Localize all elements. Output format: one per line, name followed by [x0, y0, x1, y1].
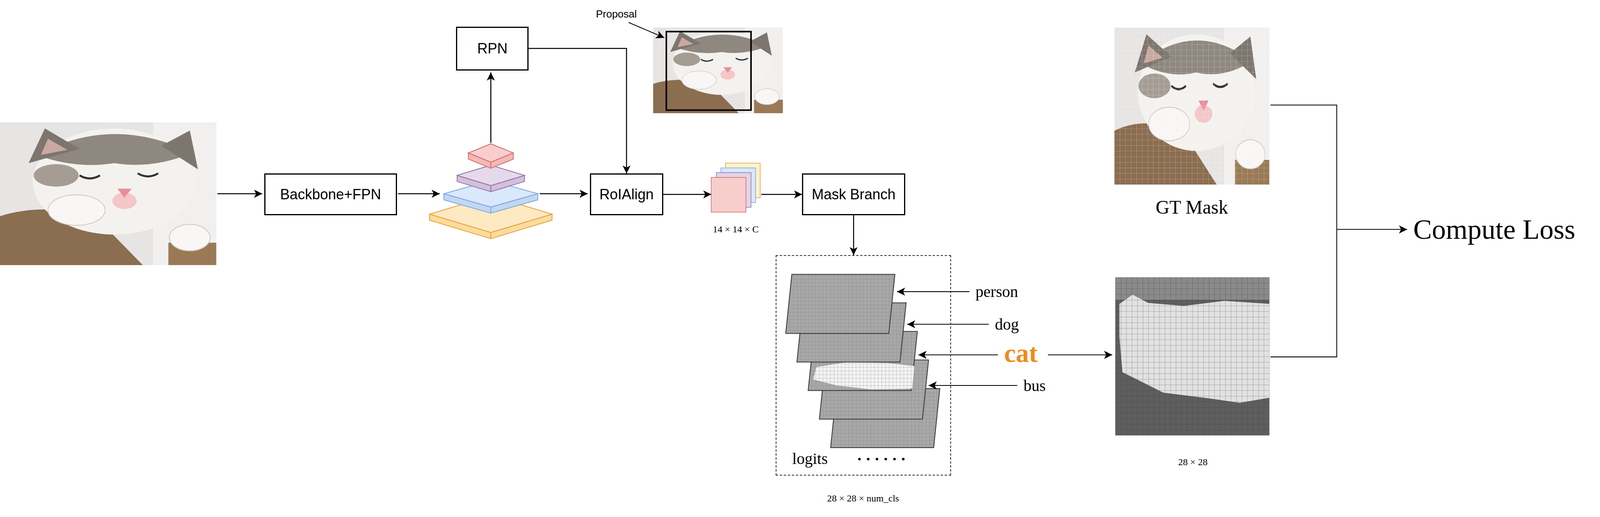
mask-grid [1115, 277, 1270, 436]
connector-arrow [761, 193, 802, 195]
connector-arrow [853, 215, 855, 256]
class-arrow [928, 385, 1018, 386]
feature-map [711, 177, 746, 213]
class-label: person [975, 282, 1019, 301]
class-label: dog [994, 315, 1019, 334]
class-arrow [918, 354, 999, 356]
box-label: RPN [477, 40, 508, 57]
fpn-pyramid [429, 143, 553, 239]
caption-text: 28 × 28 [1178, 456, 1208, 468]
ellipsis-dots: ...... [857, 446, 911, 465]
caption-text: logits [792, 449, 828, 468]
connector-arrow [528, 48, 627, 174]
feature-map: 14 × 14 × C [711, 163, 761, 226]
proposal-box [666, 31, 751, 111]
predicted-mask: 28 × 28 [1115, 277, 1270, 436]
flow-arrow [490, 72, 492, 144]
loss-label: Compute Loss [1413, 213, 1576, 246]
process-box: RoIAlign [589, 173, 664, 216]
select-arrow [1047, 354, 1113, 356]
process-box: Mask Branch [801, 173, 906, 216]
gt-mask-image [1114, 27, 1270, 185]
class-arrow [907, 323, 989, 325]
mask-grid [1114, 27, 1270, 185]
flow-arrow [217, 193, 263, 195]
logit-planes [785, 274, 940, 448]
logits-group: logits28 × 28 × num_cls [775, 255, 952, 476]
gt-mask: GT Mask [1114, 27, 1270, 185]
process-box: Backbone+FPN [264, 173, 398, 216]
process-box: RPN [456, 26, 529, 71]
caption-text: 28 × 28 × num_cls [827, 493, 899, 505]
input-image [0, 122, 217, 266]
box-label: Mask Branch [811, 186, 896, 203]
box-label: RoIAlign [599, 186, 654, 203]
proposal-image [652, 27, 783, 114]
caption-text: GT Mask [1155, 196, 1229, 219]
flow-arrow [539, 193, 588, 195]
plane-grid [785, 274, 895, 334]
class-arrow [896, 291, 970, 293]
loss-arrow [1336, 229, 1408, 230]
logit-plane [785, 274, 895, 334]
leader-arrow [628, 22, 665, 38]
caption-text: 14 × 14 × C [712, 224, 759, 236]
flow-arrow [397, 193, 440, 195]
pred-mask-background [1115, 277, 1270, 436]
loss-bracket [1270, 104, 1337, 357]
connector-arrow [663, 193, 712, 195]
pyramid-level [468, 143, 514, 163]
roi-feature-stack [711, 163, 761, 213]
class-label: bus [1023, 376, 1046, 396]
class-label: cat [1004, 338, 1038, 369]
box-label: Backbone+FPN [280, 186, 382, 203]
callout-label: Proposal [595, 8, 637, 21]
